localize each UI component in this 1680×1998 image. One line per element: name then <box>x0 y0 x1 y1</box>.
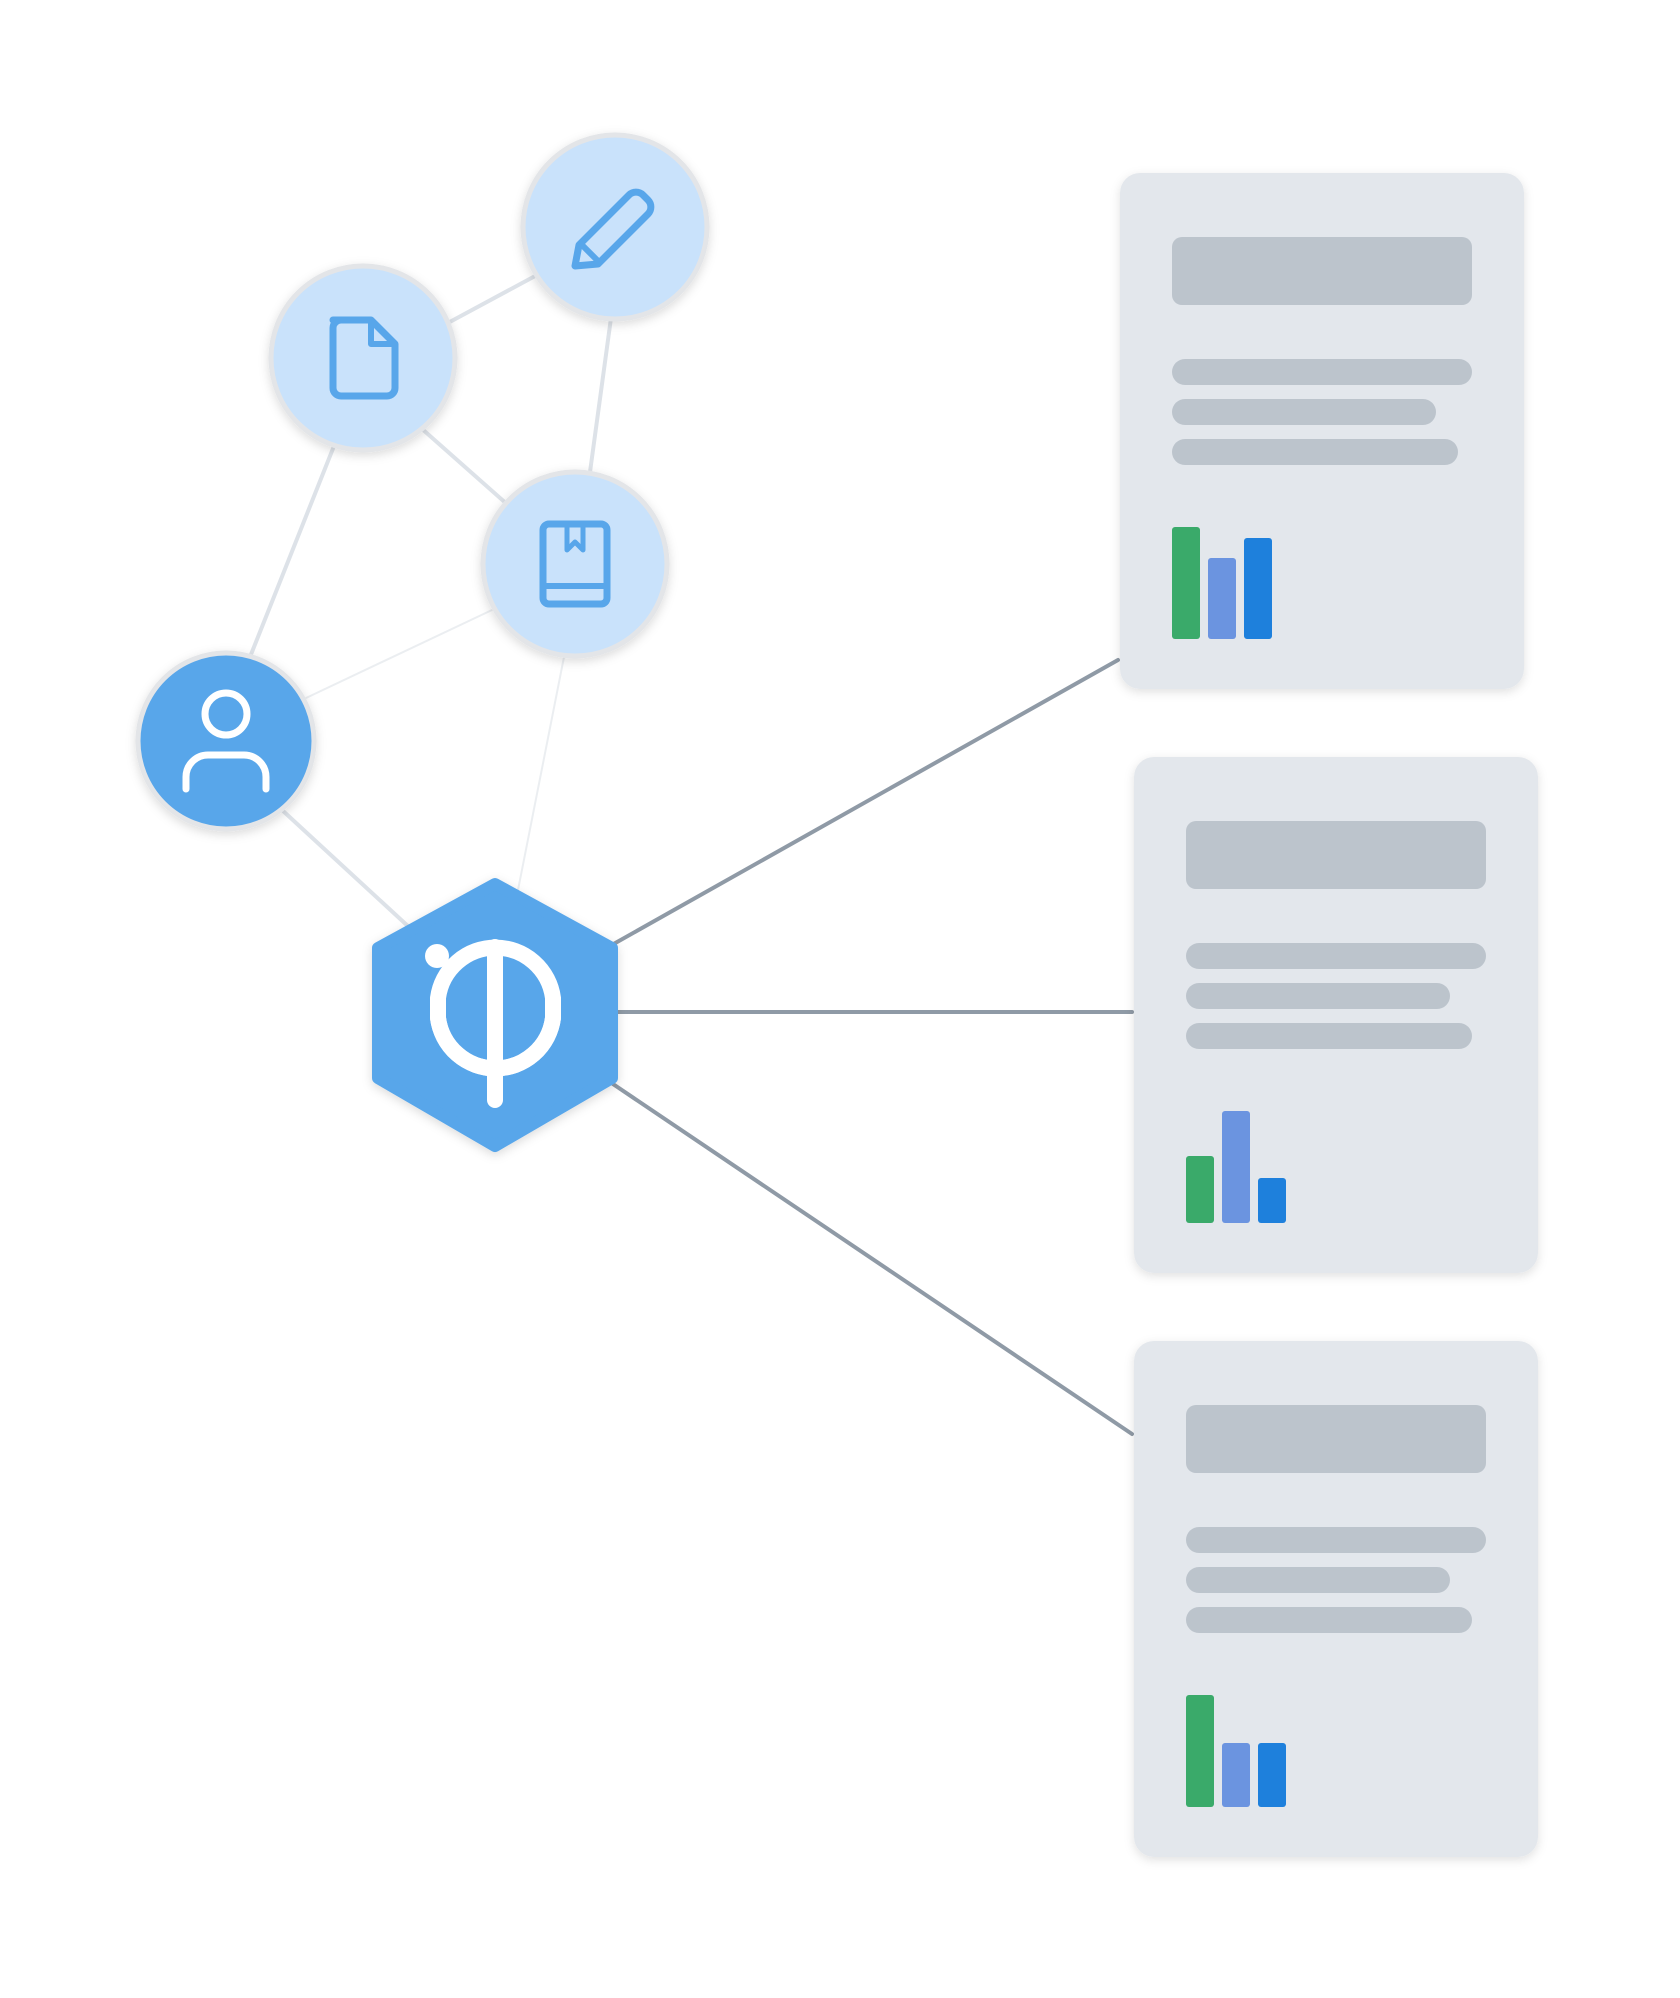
card-text-line <box>1186 1567 1450 1593</box>
link-document-user <box>248 444 336 659</box>
document-icon <box>329 316 399 400</box>
mini-chart-bar <box>1222 1743 1250 1807</box>
book-node <box>480 469 670 659</box>
card-title-placeholder <box>1186 1405 1486 1473</box>
card-mini-chart <box>1172 527 1272 639</box>
mini-chart-bar <box>1186 1695 1214 1807</box>
pencil-node <box>520 132 710 322</box>
mini-chart-bar <box>1244 538 1272 639</box>
mini-chart-bar <box>1186 1156 1214 1223</box>
network-links <box>248 273 613 930</box>
report-card-3 <box>1134 1341 1538 1857</box>
connector-card-1 <box>608 658 1120 948</box>
card-text-line <box>1186 943 1486 969</box>
logo-glyph <box>425 939 561 1108</box>
report-card-2 <box>1134 757 1538 1273</box>
card-text-line <box>1172 399 1436 425</box>
document-node <box>268 263 458 453</box>
report-cards <box>1120 173 1538 1857</box>
mini-chart-bar <box>1222 1111 1250 1223</box>
card-text-line <box>1186 1023 1472 1049</box>
card-mini-chart <box>1186 1695 1286 1807</box>
card-text-line <box>1172 439 1458 465</box>
card-text-line <box>1186 1527 1486 1553</box>
user-icon <box>182 689 270 793</box>
card-text-line <box>1186 1607 1472 1633</box>
card-mini-chart <box>1186 1111 1286 1223</box>
card-title-placeholder <box>1186 821 1486 889</box>
link-pencil-book <box>588 316 613 474</box>
link-document-pencil <box>444 273 539 326</box>
link-book-user <box>305 609 493 699</box>
hub-node <box>372 878 618 1152</box>
card-text-line <box>1172 359 1472 385</box>
link-user-hub <box>280 808 412 930</box>
connectors <box>608 658 1134 1436</box>
link-document-book <box>419 426 510 507</box>
connector-card-3 <box>608 1080 1134 1436</box>
pencil-icon <box>571 188 655 270</box>
card-title-placeholder <box>1172 237 1472 305</box>
mini-chart-bar <box>1258 1178 1286 1223</box>
link-book-hub <box>517 656 565 891</box>
mini-chart-bar <box>1172 527 1200 639</box>
user-node <box>135 650 317 832</box>
book-icon <box>539 520 611 608</box>
mini-chart-bar <box>1208 558 1236 639</box>
report-card-1 <box>1120 173 1524 689</box>
card-text-line <box>1186 983 1450 1009</box>
mini-chart-bar <box>1258 1743 1286 1807</box>
